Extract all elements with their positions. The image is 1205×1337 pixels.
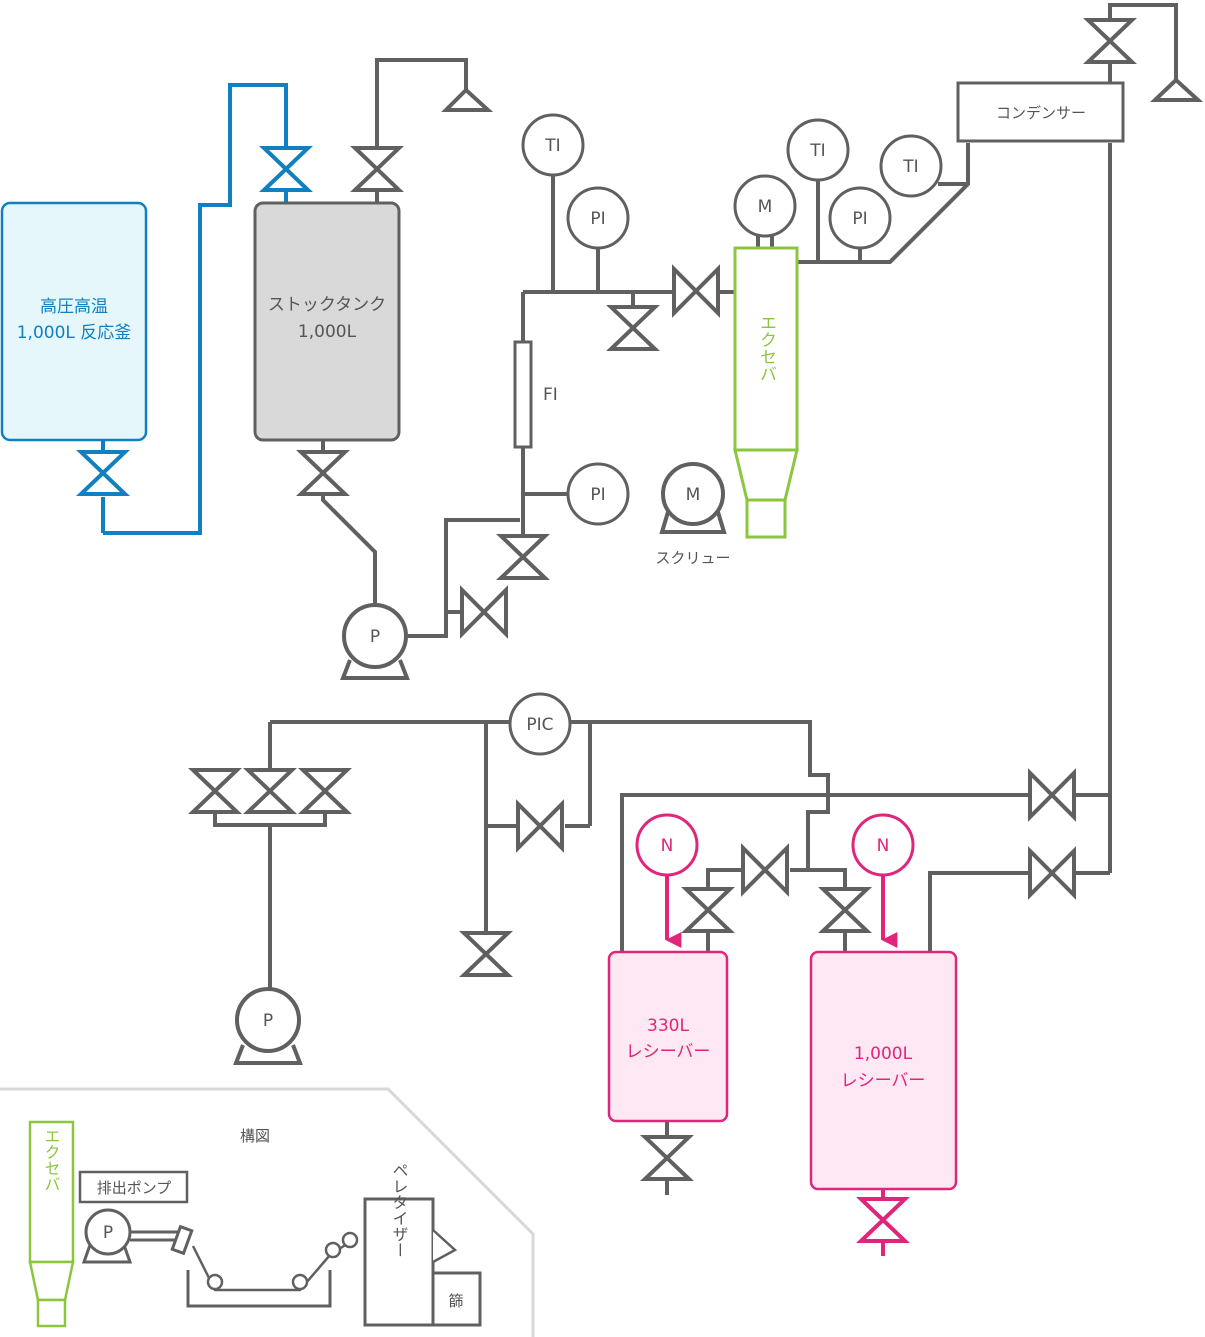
svg-text:M: M (758, 197, 773, 217)
stock-tank: ストックタンク 1,000L (253, 201, 401, 442)
pelletizer-label: ペレタイザー (390, 1162, 409, 1258)
ti-gauge-3: TI (879, 134, 943, 198)
svg-text:P: P (263, 1011, 273, 1031)
receiver-small-drain-valve-icon[interactable] (640, 1135, 694, 1181)
flow-indicator-label: FI (543, 385, 558, 405)
sample-valve-icon[interactable] (606, 305, 660, 351)
receiver-large-inlet-valve-icon[interactable] (818, 887, 872, 933)
svg-text:M: M (686, 485, 701, 505)
pi-gauge-3: PI (828, 186, 892, 250)
svg-text:TI: TI (544, 136, 560, 156)
layout-inset: 構図 エクセバ 排出ポンプ P ペレタイザー 篩 (0, 1087, 535, 1337)
bypass-valve-icon[interactable] (496, 534, 550, 580)
svg-text:PI: PI (852, 209, 867, 229)
vent-icon (441, 87, 494, 112)
manifold-valve-1-icon[interactable] (188, 768, 242, 814)
svg-text:PI: PI (590, 209, 605, 229)
vacuum-pump: P (233, 987, 303, 1065)
receiver-small-label-line1: 330L (647, 1016, 689, 1036)
reactor-label-line2: 1,000L 反応釜 (17, 323, 132, 343)
manifold-valve-2-icon[interactable] (243, 768, 297, 814)
svg-text:N: N (661, 836, 674, 856)
extruder-feed-valve-icon[interactable] (672, 264, 720, 318)
svg-text:P: P (103, 1223, 113, 1243)
screw-label: スクリュー (655, 549, 730, 567)
sieve-label: 篩 (448, 1292, 463, 1310)
svg-text:N: N (877, 836, 890, 856)
manifold-valve-3-icon[interactable] (298, 768, 352, 814)
svg-text:TI: TI (809, 141, 825, 161)
receiver-small-label-line2: レシーバー (626, 1042, 711, 1062)
receiver-small: N 330L レシーバー (607, 813, 729, 1123)
valves (188, 18, 1137, 1181)
ti-gauge-2: TI (786, 118, 850, 182)
screw-motor: M (659, 462, 727, 534)
stock-outlet-valve-icon[interactable] (296, 450, 350, 496)
condensate-valve-2-icon[interactable] (1028, 846, 1076, 900)
svg-text:PI: PI (590, 485, 605, 505)
svg-text:TI: TI (902, 157, 918, 177)
reactor-top-valve-icon[interactable] (259, 146, 313, 192)
process-piping (213, 3, 1178, 1195)
pic-controller: PIC (508, 692, 572, 756)
stock-tank-label-line1: ストックタンク (268, 295, 386, 315)
flow-indicator (513, 340, 533, 449)
extruder: エクセバ (733, 246, 799, 539)
reactor-bottom-valve-icon[interactable] (76, 450, 130, 496)
reactor-label-line1: 高圧高温 (40, 297, 108, 317)
stock-tank-label-line2: 1,000L (298, 322, 357, 342)
reactor: 高圧高温 1,000L 反応釜 (0, 83, 313, 535)
receiver-large-label-line2: レシーバー (841, 1071, 926, 1091)
svg-text:P: P (370, 627, 380, 647)
drain-valve-icon[interactable] (459, 931, 513, 977)
feed-pump: P (340, 603, 410, 680)
condenser-vent-valve-icon[interactable] (1083, 18, 1137, 64)
receiver-large: N 1,000L レシーバー (809, 813, 958, 1256)
pi-gauge-2: PI (566, 462, 630, 526)
condenser: コンデンサー (956, 81, 1125, 143)
pic-control-valve-icon[interactable] (516, 799, 564, 853)
receiver-large-drain-valve-icon[interactable] (856, 1197, 910, 1243)
svg-text:PIC: PIC (526, 715, 553, 735)
pump-discharge-valve-icon[interactable] (460, 585, 508, 639)
stock-vent-valve-icon[interactable] (350, 146, 404, 192)
extruder-motor: M (733, 174, 797, 238)
vent-icon (1150, 77, 1204, 102)
pi-gauge-1: PI (566, 186, 630, 250)
receiver-large-label-line1: 1,000L (854, 1044, 913, 1064)
extruder-label: エクセバ (756, 314, 776, 382)
inset-title: 構図 (240, 1127, 270, 1145)
ti-gauge-1: TI (521, 113, 585, 177)
condensate-valve-1-icon[interactable] (1028, 768, 1076, 822)
discharge-pump-label: 排出ポンプ (97, 1179, 172, 1197)
inset-extruder-label: エクセバ (42, 1128, 61, 1192)
receiver-equalize-valve-icon[interactable] (741, 843, 789, 897)
receiver-small-inlet-valve-icon[interactable] (681, 887, 735, 933)
instruments: TI PI PI TI PI TI M PIC (508, 113, 943, 756)
condenser-label: コンデンサー (996, 104, 1086, 122)
